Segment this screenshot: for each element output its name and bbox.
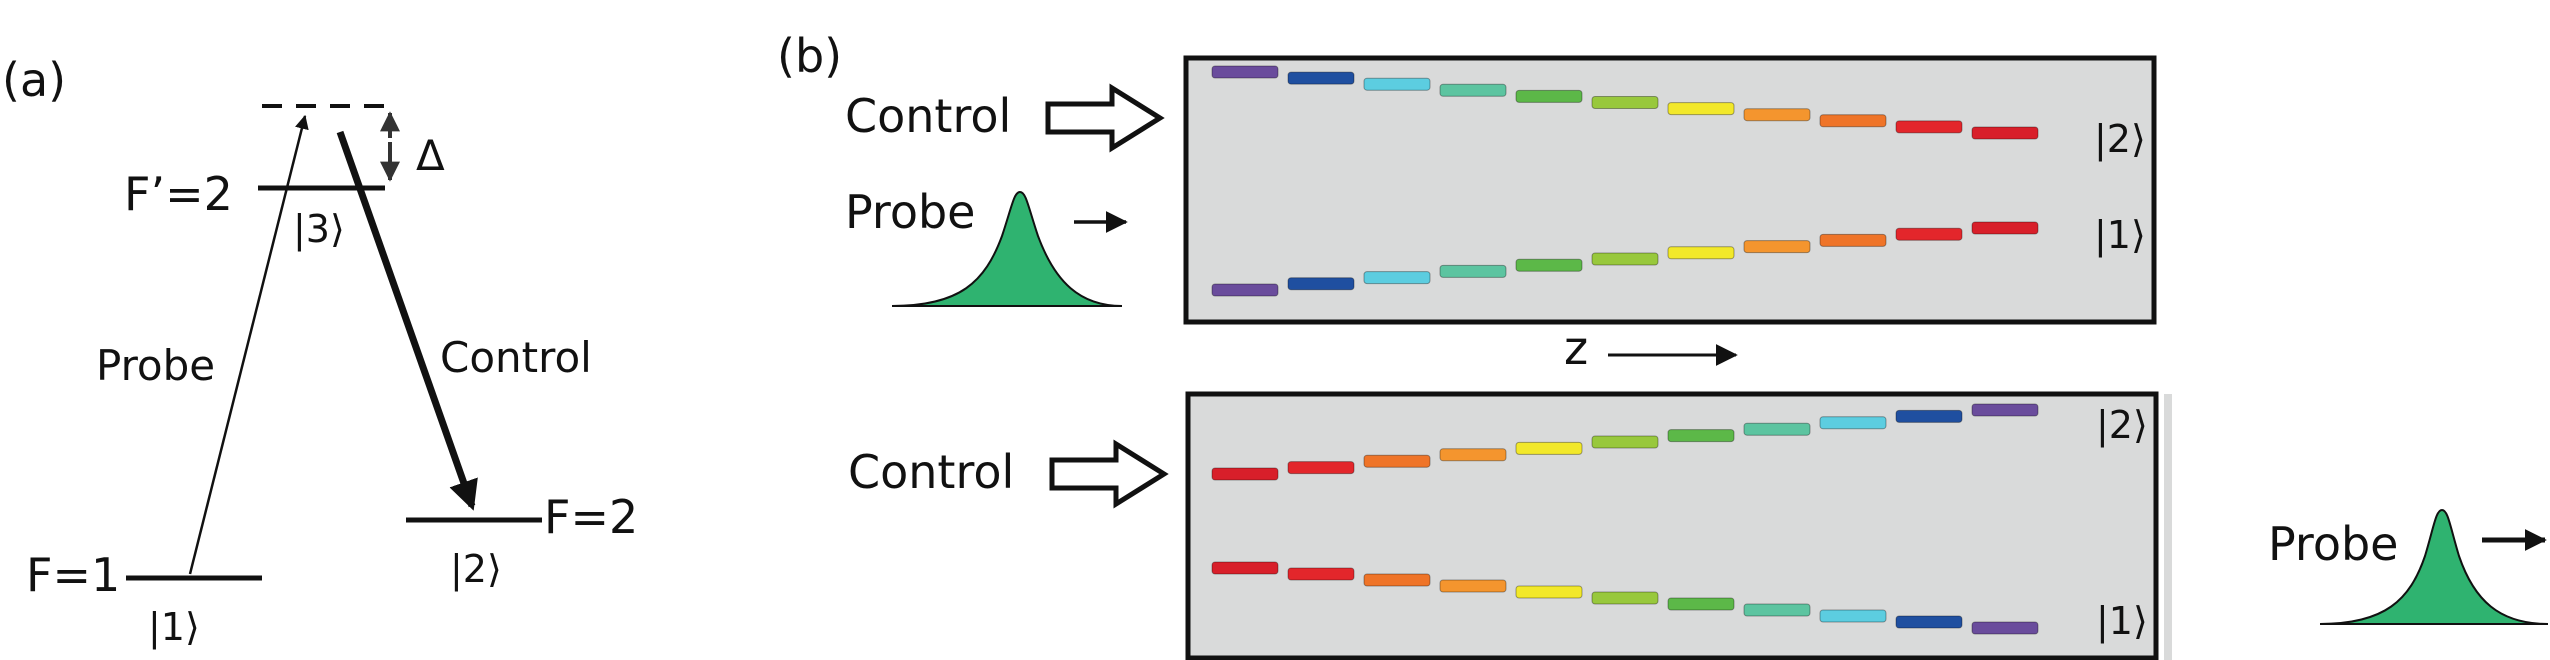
bottom-lower-bar-11 (1971, 621, 2039, 635)
bottom-lower-bar-4 (1439, 579, 1507, 593)
top-lower-bar-11 (1971, 221, 2039, 235)
bottom-upper-bar-3 (1363, 454, 1431, 468)
panel-a-tag: (a) (2, 53, 66, 107)
bottom-lower-bar-6 (1591, 591, 1659, 605)
bottom-upper-bar-2 (1287, 461, 1355, 475)
top-upper-bar-3 (1363, 77, 1431, 91)
top-level-bars (1211, 65, 2039, 297)
control-transition-label: Control (440, 333, 592, 382)
top-subpanel: Control Probe |2⟩ |1⟩ (845, 55, 2157, 325)
top-lower-bar-4 (1439, 264, 1507, 278)
top-lower-bar-6 (1591, 252, 1659, 266)
bottom-probe-label: Probe (2268, 517, 2398, 571)
top-upper-bar-1 (1211, 65, 1279, 79)
bottom-subpanel: Control |2⟩ |1⟩ Probe (848, 391, 2549, 660)
top-upper-bar-6 (1591, 96, 1659, 109)
excited-level-label: F’=2 (124, 167, 233, 221)
top-lower-bar-10 (1895, 227, 1963, 241)
panel-a-level-diagram: (a) F’=2 |3⟩ Δ F=1 |1⟩ F=2 |2⟩ Probe Con… (2, 53, 638, 650)
detuning-label: Δ (416, 131, 445, 180)
bottom-upper-bar-8 (1743, 422, 1811, 436)
top-lower-bar-5 (1515, 258, 1583, 272)
top-upper-bar-5 (1515, 89, 1583, 103)
ground-level-1-label: F=1 (26, 548, 120, 602)
bottom-upper-bar-9 (1819, 416, 1887, 430)
top-upper-bar-8 (1743, 108, 1811, 122)
top-upper-bar-10 (1895, 120, 1963, 134)
bottom-level-bars (1211, 403, 2039, 635)
bottom-upper-bar-1 (1211, 467, 1279, 481)
panel-b-spatial-diagram: (b) Control Probe |2⟩ |1⟩ z Control |2⟩ … (777, 29, 2549, 660)
top-control-hollow-arrow (1045, 83, 1165, 153)
z-axis-label: z (1564, 321, 1588, 375)
ground-state-1-ket: |1⟩ (148, 605, 200, 650)
bottom-lower-bar-2 (1287, 567, 1355, 581)
bottom-state-2-ket: |2⟩ (2096, 403, 2148, 448)
control-transition-arrow (336, 130, 478, 511)
bottom-control-hollow-arrow (1049, 439, 1169, 509)
bottom-upper-bar-4 (1439, 448, 1507, 462)
top-control-label: Control (845, 89, 1011, 143)
panel-b-tag: (b) (777, 29, 842, 83)
bottom-lower-bar-5 (1515, 585, 1583, 599)
ground-level-2-label: F=2 (544, 490, 638, 544)
top-lower-bar-8 (1743, 240, 1811, 254)
bottom-lower-bar-3 (1363, 573, 1431, 587)
ground-state-2-ket: |2⟩ (450, 547, 502, 592)
top-upper-bar-11 (1971, 126, 2039, 140)
top-state-1-ket: |1⟩ (2094, 213, 2146, 258)
bottom-lower-bar-9 (1819, 609, 1887, 623)
bottom-control-label: Control (848, 445, 1014, 499)
top-lower-bar-1 (1211, 283, 1279, 297)
top-upper-bar-9 (1819, 114, 1887, 128)
probe-transition-label: Probe (96, 341, 215, 390)
bottom-state-1-ket: |1⟩ (2096, 599, 2148, 644)
top-upper-bar-7 (1667, 102, 1735, 116)
bottom-lower-bar-1 (1211, 561, 1279, 575)
bottom-lower-bar-10 (1895, 615, 1963, 629)
top-lower-bar-2 (1287, 277, 1355, 291)
bottom-upper-bar-11 (1971, 403, 2039, 417)
bottom-upper-bar-5 (1515, 441, 1583, 455)
excited-state-ket: |3⟩ (293, 207, 345, 252)
top-lower-bar-3 (1363, 271, 1431, 285)
top-lower-bar-7 (1667, 246, 1735, 260)
top-upper-bar-4 (1439, 83, 1507, 97)
bottom-upper-bar-6 (1591, 435, 1659, 449)
top-lower-bar-9 (1819, 233, 1887, 247)
top-state-2-ket: |2⟩ (2094, 117, 2146, 162)
bottom-lower-bar-7 (1667, 597, 1735, 611)
bottom-lower-bar-8 (1743, 603, 1811, 617)
bottom-upper-bar-7 (1667, 429, 1735, 443)
bottom-upper-bar-10 (1895, 409, 1963, 423)
top-probe-label: Probe (845, 185, 975, 239)
top-upper-bar-2 (1287, 71, 1355, 85)
bottom-probe-pulse (2319, 508, 2549, 625)
top-probe-pulse (891, 190, 1123, 307)
bottom-box-shadow (2164, 394, 2172, 660)
probe-transition-arrow (188, 114, 309, 575)
